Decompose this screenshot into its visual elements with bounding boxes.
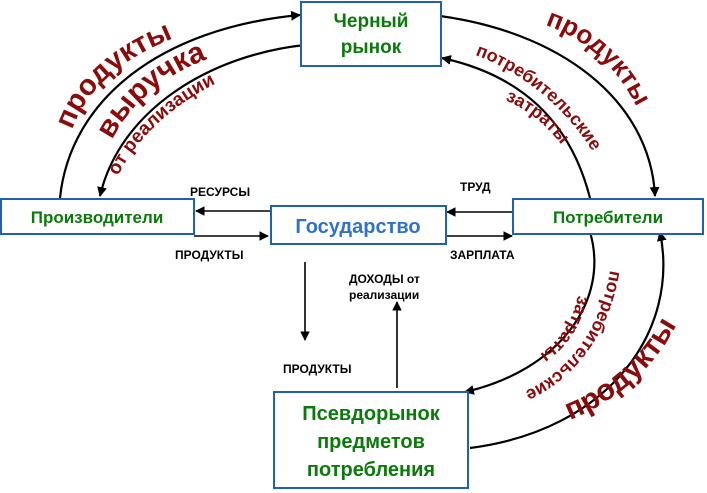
consumers-label: Потребители [553, 208, 663, 227]
state-box: Государство [270, 205, 447, 245]
salary-label: ЗАРПЛАТА [450, 248, 515, 262]
arrow-pseudo-market-to-consumers [469, 231, 667, 450]
pseudo-market-label-line3: потребления [307, 459, 435, 481]
pseudo-market-label-line2: предметов [317, 431, 425, 453]
pseudo-market-label-line1: Псевдорынок [302, 403, 440, 425]
arrow-consumers-to-pseudo-market [464, 231, 596, 395]
producers-label: Производители [31, 208, 164, 227]
black-market-label-line2: рынок [341, 37, 402, 58]
income-label-line2: реализации [349, 288, 419, 302]
producers-box: Производители [0, 198, 195, 235]
arrow-black-market-to-producers [97, 43, 306, 197]
products-label: ПРОДУКТЫ [175, 248, 244, 262]
consumers-box: Потребители [512, 198, 704, 235]
black-market-label-line1: Черный [334, 11, 409, 32]
arrow-producers-to-black-market [58, 10, 301, 199]
products-down-label: ПРОДУКТЫ [283, 362, 352, 376]
labor-label: ТРУД [460, 180, 491, 194]
pseudo-market-box: Псевдорынок предметов потребления [273, 391, 469, 489]
resources-label: РЕСУРСЫ [190, 185, 250, 199]
arrow-consumers-to-black-market [441, 55, 592, 199]
arrow-black-market-to-consumers [431, 13, 660, 197]
state-label: Государство [295, 216, 420, 238]
income-label-line1: ДОХОДЫ от [349, 272, 420, 286]
black-market-box: Черный рынок [300, 1, 442, 67]
top-right-expenses-line1: потребительские [474, 40, 606, 154]
